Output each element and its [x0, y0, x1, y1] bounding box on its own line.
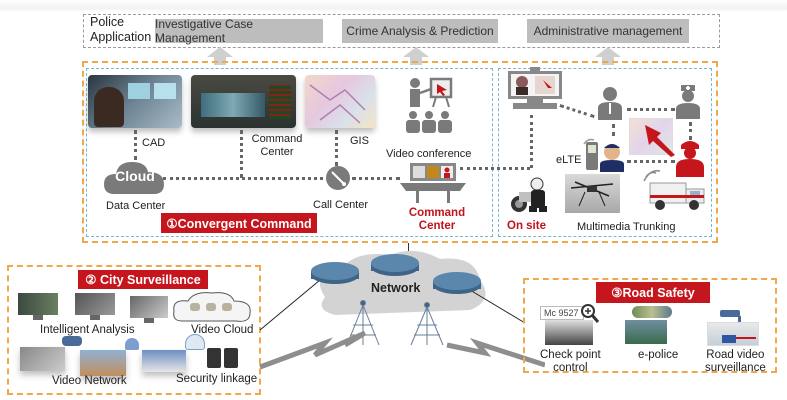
officer-icon: [598, 87, 622, 120]
security-device-icon: [224, 348, 238, 368]
video-network-label: Video Network: [52, 375, 127, 387]
multimedia-trunking-label: Multimedia Trunking: [577, 221, 676, 233]
police-application-label: Police Application: [90, 15, 152, 44]
road-video-label: Road video surveillance: [705, 349, 766, 374]
motorcycle-police-icon: [511, 177, 547, 212]
cloud-icon: [104, 162, 164, 194]
connector: [335, 130, 338, 166]
camera-icon: [62, 336, 82, 346]
checkpoint-label: Check point control: [540, 349, 601, 374]
drone-photo: [565, 174, 620, 213]
crowd-monitor: [130, 296, 168, 318]
intelligent-analysis-label: Intelligent Analysis: [40, 324, 135, 336]
video-cloud-icon: [173, 292, 251, 322]
on-site-label: On site: [507, 220, 546, 232]
connector: [689, 122, 692, 140]
tower-icon: [410, 302, 444, 346]
connector: [163, 177, 323, 180]
monitor-stand: [33, 315, 43, 320]
router-icon: [433, 272, 481, 294]
map-routes: [309, 84, 366, 124]
connector: [240, 130, 243, 178]
video-cloud-label: Video Cloud: [191, 324, 254, 336]
checkpoint-photo: [545, 320, 593, 345]
security-linkage-label: Security linkage: [176, 373, 258, 385]
top-band: [0, 0, 787, 12]
on-site-frame: [498, 68, 712, 237]
connector: [530, 115, 533, 168]
drone-icon: [570, 181, 614, 207]
convergent-command-banner: ①Convergent Command: [161, 213, 317, 233]
analysis-monitor: [75, 293, 115, 315]
stadium-photo: [142, 350, 186, 372]
gis-map-photo: [305, 75, 375, 128]
road-map-thumbnail: [632, 306, 672, 318]
command-desk-icon: [400, 163, 466, 203]
command-center-label: Command Center: [251, 133, 303, 158]
e-police-label: e-police: [638, 349, 679, 361]
road-safety-frame: [523, 278, 777, 373]
monitor-stand: [144, 318, 154, 323]
command-center-photo: [191, 75, 296, 128]
call-center-icon: [326, 166, 350, 190]
data-center-label: Data Center: [106, 200, 166, 212]
license-plate: Mc 9527: [540, 306, 584, 320]
connector: [627, 108, 675, 111]
video-conference-icon: [406, 77, 453, 133]
face-recognition-monitor: [18, 293, 58, 315]
command-layer-frame: [82, 61, 718, 243]
nurse-icon: [676, 85, 700, 119]
surveillance-camera-icon: [720, 310, 741, 322]
gis-label: GIS: [350, 135, 369, 147]
aerial-photo: [20, 347, 65, 371]
app-administrative-management[interactable]: Administrative management: [527, 19, 689, 43]
red-pointer-icon: [645, 125, 675, 157]
convergent-command-frame: [86, 68, 493, 237]
router-icon: [371, 254, 419, 276]
ptz-camera-icon: [185, 334, 205, 350]
police-application-frame: [83, 14, 720, 48]
tower-icon: [346, 300, 380, 346]
command-vehicle-icon: [643, 169, 705, 210]
connector: [352, 177, 400, 180]
security-device-icon: [207, 348, 221, 368]
router-icon: [311, 262, 359, 284]
car: [722, 335, 736, 343]
monitor-stand: [90, 315, 100, 320]
road-video-photo: [707, 322, 759, 346]
video-terminal-icon: [508, 67, 562, 109]
app-investigative-case-management[interactable]: Investigative Case Management: [155, 17, 323, 45]
cad-label: CAD: [142, 137, 166, 149]
network-diagram: [259, 250, 545, 370]
city-buildings-photo: [80, 350, 126, 376]
road-safety-banner: ③Road Safety: [596, 282, 710, 303]
e-police-photo: [625, 320, 667, 344]
elte-terminal-icon: [583, 138, 624, 172]
network-label: Network: [371, 281, 421, 295]
elte-label: eLTE: [556, 154, 582, 166]
connector: [460, 167, 530, 170]
command-center-red-label: Command Center: [408, 207, 466, 232]
city-surveillance-banner: ② City Surveillance: [78, 270, 208, 289]
police-officer-red-icon: [676, 141, 704, 177]
dome-camera-icon: [125, 338, 139, 350]
cloud-label: Cloud: [115, 168, 155, 184]
connector: [627, 160, 675, 163]
video-conference-label: Video conference: [386, 148, 472, 160]
cad-photo: [88, 75, 182, 128]
connector: [612, 124, 615, 136]
magnifier-icon: [581, 304, 600, 323]
connector: [134, 130, 137, 160]
call-center-label: Call Center: [313, 199, 369, 211]
app-crime-analysis-prediction[interactable]: Crime Analysis & Prediction: [342, 19, 498, 43]
trail: [736, 337, 756, 339]
